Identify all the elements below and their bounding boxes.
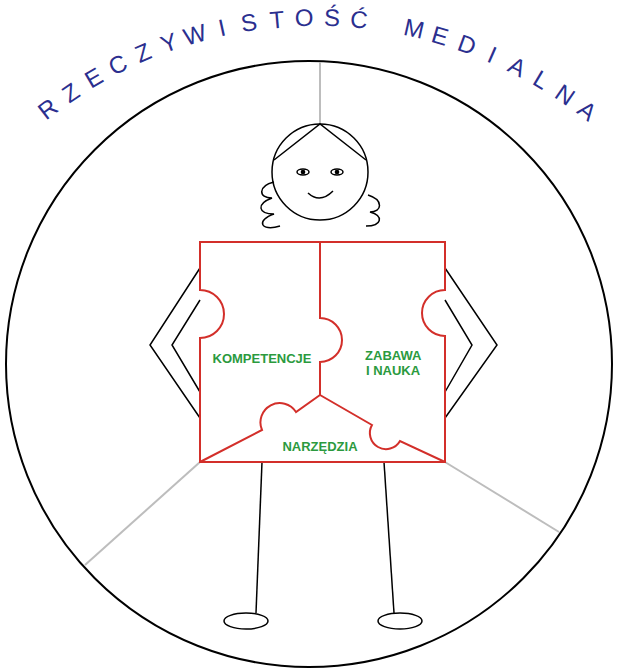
puzzle-outline	[200, 242, 445, 462]
leg	[384, 462, 394, 613]
hair-curl	[261, 182, 280, 228]
stick-figure	[150, 124, 497, 629]
puzzle	[200, 242, 445, 462]
leg	[256, 462, 262, 613]
title-letter: Ć	[349, 7, 369, 33]
sector-line	[445, 462, 559, 532]
title-letter: M	[401, 15, 426, 43]
arm	[172, 300, 200, 392]
arm	[445, 268, 497, 418]
title-letter: A	[573, 97, 600, 126]
title-letter: Z	[58, 79, 84, 107]
pupil	[335, 170, 338, 173]
title-letter: O	[294, 6, 313, 30]
piece-label: NARZĘDZIA	[282, 439, 357, 454]
title-letter: S	[239, 10, 258, 36]
hair-curl	[366, 195, 380, 226]
title-letter: C	[105, 50, 131, 79]
foot	[224, 613, 268, 629]
eye	[331, 169, 343, 175]
piece-label: KOMPETENCJE	[213, 351, 312, 366]
title-letter: Y	[157, 29, 180, 57]
sector-line	[85, 462, 200, 565]
title-letter: I	[484, 43, 500, 68]
title-letter: R	[34, 94, 62, 124]
puzzle-piece: KOMPETENCJE	[210, 349, 315, 368]
arm	[150, 268, 200, 418]
pupil	[301, 170, 304, 173]
puzzle-seam	[320, 242, 342, 395]
title-letter	[381, 11, 391, 36]
title-letter: W	[181, 20, 209, 49]
smile	[308, 191, 333, 198]
title-letter: D	[454, 30, 479, 58]
puzzle-piece: ZABAWA I NAUKA	[362, 346, 424, 380]
arm	[445, 300, 472, 392]
arc-title: RZECZYWISTOŚĆ MEDIALNA	[0, 0, 619, 130]
title-letter: Z	[132, 39, 155, 67]
title-letter: I	[216, 16, 228, 41]
eye	[297, 169, 309, 175]
puzzle-piece: NARZĘDZIA	[279, 437, 360, 456]
piece-label: ZABAWA I NAUKA	[365, 348, 421, 378]
title-letter: E	[429, 22, 451, 50]
title-letter: Ś	[323, 6, 340, 31]
foot	[378, 613, 422, 629]
media-circle	[6, 61, 612, 667]
title-letter: A	[505, 52, 530, 81]
title-letter: T	[268, 7, 285, 32]
sector-line	[319, 62, 321, 124]
head	[272, 124, 368, 220]
hair-line	[274, 124, 366, 160]
title-letter: E	[81, 64, 107, 93]
title-letter: N	[551, 80, 579, 110]
title-letter: L	[529, 66, 553, 93]
